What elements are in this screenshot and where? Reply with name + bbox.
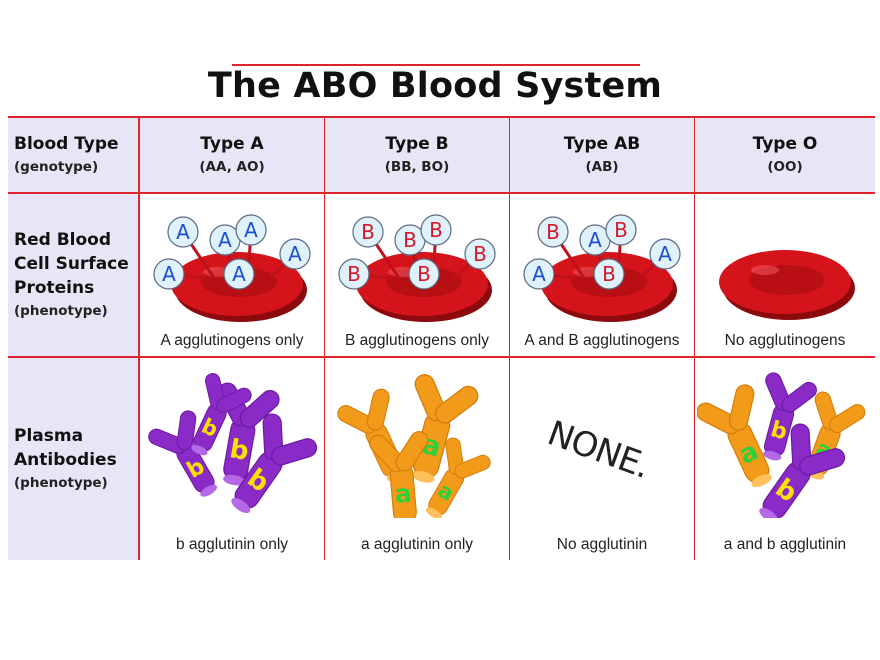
antigen-letter: B	[361, 220, 375, 244]
plasma-caption: b agglutinin only	[175, 536, 289, 553]
row-header-label: Blood Type	[14, 134, 119, 154]
column-header-type-b: Type B (BB, BO)	[324, 116, 510, 194]
plasma-caption: a agglutinin only	[360, 536, 474, 553]
column-title: Type A	[200, 134, 264, 154]
antibody-letter: a	[394, 478, 413, 508]
antigen-bubble	[167, 216, 199, 248]
column-header-type-o: Type O (OO)	[694, 116, 875, 194]
row-header-sub: (genotype)	[14, 159, 99, 175]
antigen-letter: A	[162, 262, 176, 286]
antigen-letter: A	[288, 242, 302, 266]
antigen-bubble	[338, 258, 370, 290]
row-header-label: Plasma	[14, 426, 84, 446]
title-rule	[232, 64, 640, 66]
antigen-bubble	[605, 214, 637, 246]
antigen-bubble	[593, 258, 625, 290]
antigen-letter: A	[658, 242, 672, 266]
column-genotype: (OO)	[767, 159, 803, 175]
page-title: The ABO Blood System	[207, 66, 663, 106]
antigen-letter: B	[473, 242, 487, 266]
antigen-letter: A	[588, 228, 602, 252]
antigen-bubble	[153, 258, 185, 290]
antibody-letter: b	[227, 434, 251, 467]
antigen-letter: B	[429, 218, 443, 242]
antigen-bubble	[279, 238, 311, 270]
antigen-letter: B	[546, 220, 560, 244]
row-header-sub: (phenotype)	[14, 303, 108, 319]
rbc-caption: A agglutinogens only	[160, 332, 304, 349]
header-row: Blood Type (genotype) Type A (AA, AO) Ty…	[8, 116, 875, 194]
plasma-cell-type-ab: NONE. No agglutinin	[509, 357, 695, 560]
antigen-bubble	[352, 216, 384, 248]
antibody: b	[191, 373, 252, 456]
none-label: NONE.	[542, 413, 655, 487]
rbc-caption: A and B agglutinogens	[524, 332, 680, 349]
cell-highlight	[751, 265, 779, 275]
antibody: b	[759, 423, 846, 518]
antigen-letter: A	[176, 220, 190, 244]
row-header-label: Red Blood	[14, 230, 112, 250]
antigen-bubble	[649, 238, 681, 270]
antigen-letter: B	[347, 262, 361, 286]
rbc-caption: B agglutinogens only	[345, 332, 489, 349]
row-header-plasma: Plasma Antibodies (phenotype)	[8, 357, 140, 560]
rbc-cell-type-o: No agglutinogens	[694, 193, 875, 358]
column-genotype: (BB, BO)	[384, 159, 450, 175]
column-title: Type O	[752, 134, 818, 154]
antibody: b	[148, 410, 218, 497]
column-title: Type B	[385, 134, 449, 154]
antigen-letter: A	[532, 262, 546, 286]
antigen-bubble	[420, 214, 452, 246]
antibody: a	[369, 430, 429, 518]
rbc-row: Red Blood Cell Surface Proteins (phenoty…	[8, 193, 875, 358]
column-header-type-a: Type A (AA, AO)	[139, 116, 325, 194]
antigen-bubble	[223, 258, 255, 290]
antibody: b	[763, 372, 817, 461]
antigen-letter: A	[232, 262, 246, 286]
antibody: a	[411, 374, 479, 483]
plasma-caption: No agglutinin	[556, 536, 648, 553]
antigen-bubble	[523, 258, 555, 290]
column-genotype: (AB)	[585, 159, 619, 175]
row-header-label: Antibodies	[14, 450, 117, 470]
column-genotype: (AA, AO)	[199, 159, 265, 175]
row-header-label: Proteins	[14, 278, 95, 298]
antigen-letter: A	[244, 218, 258, 242]
row-header-sub: (phenotype)	[14, 475, 108, 491]
row-header-blood-type: Blood Type (genotype)	[8, 116, 140, 194]
antigen-letter: B	[602, 262, 616, 286]
abo-table: Blood Type (genotype) Type A (AA, AO) Ty…	[8, 116, 875, 560]
antibody-letter: b	[768, 416, 790, 445]
antigen-bubble	[464, 238, 496, 270]
column-title: Type AB	[563, 134, 641, 154]
antigen-bubble	[408, 258, 440, 290]
row-header-label: Cell Surface	[14, 254, 129, 274]
antibody: a	[697, 384, 772, 488]
antigen-letter: A	[218, 228, 232, 252]
antigen-bubble	[235, 214, 267, 246]
antigen-bubble	[537, 216, 569, 248]
row-header-rbc: Red Blood Cell Surface Proteins (phenoty…	[8, 193, 140, 358]
red-blood-cell-o	[719, 250, 855, 320]
column-header-type-ab: Type AB (AB)	[509, 116, 695, 194]
antigen-letter: B	[417, 262, 431, 286]
antigen-letter: B	[403, 228, 417, 252]
rbc-caption: No agglutinogens	[724, 332, 846, 349]
antigen-letter: B	[614, 218, 628, 242]
plasma-caption: a and b agglutinin	[723, 536, 847, 553]
